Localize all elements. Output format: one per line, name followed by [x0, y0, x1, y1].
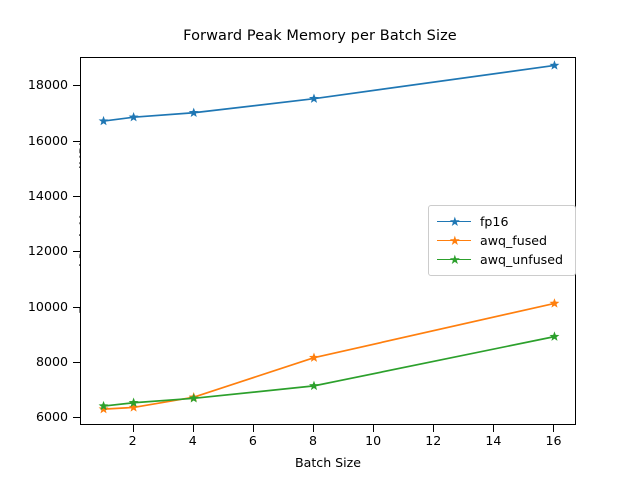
marker-awq_fused-8: [309, 352, 319, 362]
x-tick-10: [373, 425, 375, 432]
x-tick-12: [433, 425, 435, 432]
x-tick-label-14: 14: [485, 433, 502, 448]
legend-swatch-icon-1: ★: [437, 234, 471, 248]
marker-fp16-16: [549, 60, 560, 70]
legend-label-2: awq_unfused: [480, 251, 563, 267]
y-tick-label-18000: 18000: [27, 77, 68, 93]
series-layer: [98, 60, 560, 414]
x-tick-label-2: 2: [128, 433, 137, 448]
x-tick-14: [493, 425, 495, 432]
x-tick-8: [312, 425, 314, 432]
x-tick-6: [252, 425, 254, 432]
y-tick-label-8000: 8000: [35, 353, 68, 369]
x-tick-label-4: 4: [188, 433, 197, 448]
marker-awq_unfused-16: [549, 331, 560, 341]
marker-awq_unfused-1: [98, 400, 109, 411]
x-tick-label-16: 16: [545, 433, 562, 448]
marker-fp16-2: [128, 112, 139, 122]
marker-awq_fused-16: [549, 298, 560, 308]
y-tick-14000: [73, 195, 80, 197]
legend-item-0[interactable]: ★ fp16: [437, 212, 567, 231]
line-awq_unfused: [102, 335, 556, 407]
x-tick-label-10: 10: [365, 433, 382, 448]
x-tick-4: [192, 425, 194, 432]
y-tick-12000: [73, 251, 80, 253]
y-tick-label-16000: 16000: [27, 132, 68, 148]
legend-label-1: awq_fused: [480, 232, 548, 248]
chart-title: Forward Peak Memory per Batch Size: [183, 28, 457, 44]
marker-awq_unfused-4: [188, 393, 199, 403]
marker-awq_fused-1: [98, 403, 109, 414]
legend-item-1[interactable]: ★ awq_fused: [437, 231, 567, 250]
legend-swatch-icon-2: ★: [437, 253, 471, 267]
x-tick-2: [132, 425, 134, 432]
y-tick-label-10000: 10000: [27, 298, 68, 314]
x-tick-label-6: 6: [248, 433, 257, 448]
y-tick-label-14000: 14000: [27, 187, 68, 203]
y-tick-label-12000: 12000: [27, 243, 68, 259]
marker-awq_unfused-2: [128, 397, 139, 407]
y-tick-label-6000: 6000: [35, 409, 68, 425]
y-tick-18000: [73, 85, 80, 87]
y-tick-16000: [73, 140, 80, 142]
y-tick-8000: [73, 361, 80, 363]
x-tick-label-12: 12: [425, 433, 442, 448]
legend-swatch-icon-0: ★: [437, 215, 471, 229]
series-awq_fused: [98, 298, 560, 414]
star-marker-icon: ★: [449, 233, 461, 249]
x-tick-16: [553, 425, 555, 432]
marker-fp16-8: [309, 93, 319, 103]
marker-awq_unfused-8: [309, 380, 319, 391]
marker-fp16-4: [188, 107, 199, 117]
y-tick-10000: [73, 306, 80, 308]
line-fp16: [102, 64, 556, 122]
x-axis-title: Batch Size: [294, 455, 362, 470]
y-tick-6000: [73, 417, 80, 419]
legend-item-2[interactable]: ★ awq_unfused: [437, 250, 567, 269]
legend: ★ fp16 ★ awq_fused ★ awq_unfused: [428, 205, 576, 276]
x-tick-label-8: 8: [308, 433, 317, 448]
marker-fp16-1: [98, 115, 109, 126]
marker-awq_fused-2: [128, 402, 139, 412]
series-awq_unfused: [98, 331, 560, 411]
series-fp16: [98, 60, 560, 126]
star-marker-icon: ★: [449, 214, 461, 230]
star-marker-icon: ★: [449, 252, 461, 268]
legend-label-0: fp16: [480, 213, 509, 229]
line-awq_fused: [102, 302, 556, 410]
